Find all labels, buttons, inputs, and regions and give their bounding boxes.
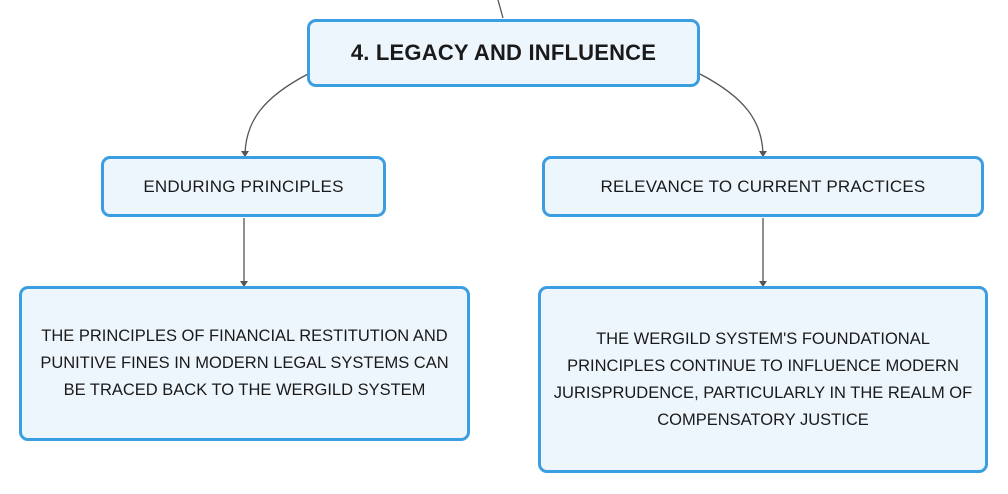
root-node-label: 4. LEGACY AND INFLUENCE	[350, 40, 657, 65]
node-enduring-principles-label: ENDURING PRINCIPLES	[143, 176, 344, 196]
connector-root-to-relevance	[699, 73, 764, 155]
root-node[interactable]: 4. LEGACY AND INFLUENCE	[307, 19, 700, 87]
node-relevance-label: RELEVANCE TO CURRENT PRACTICES	[600, 176, 926, 196]
arrowhead-enduring-detail	[240, 281, 248, 287]
node-relevance-detail-text: THE WERGILD SYSTEM'S FOUNDATIONAL PRINCI…	[553, 329, 973, 429]
arrowhead-relevance-detail	[759, 281, 767, 287]
node-relevance-to-current-practices[interactable]: RELEVANCE TO CURRENT PRACTICES	[542, 156, 984, 217]
arrowhead-enduring-principles	[241, 151, 249, 157]
connector-incoming	[497, 0, 504, 19]
node-relevance-detail[interactable]: THE WERGILD SYSTEM'S FOUNDATIONAL PRINCI…	[538, 286, 988, 473]
arrowhead-relevance	[759, 151, 767, 157]
node-enduring-principles[interactable]: ENDURING PRINCIPLES	[101, 156, 386, 217]
node-enduring-principles-detail[interactable]: THE PRINCIPLES OF FINANCIAL RESTITUTION …	[19, 286, 470, 441]
connector-root-to-enduring-principles	[244, 73, 309, 155]
node-enduring-principles-detail-text: THE PRINCIPLES OF FINANCIAL RESTITUTION …	[40, 327, 449, 399]
